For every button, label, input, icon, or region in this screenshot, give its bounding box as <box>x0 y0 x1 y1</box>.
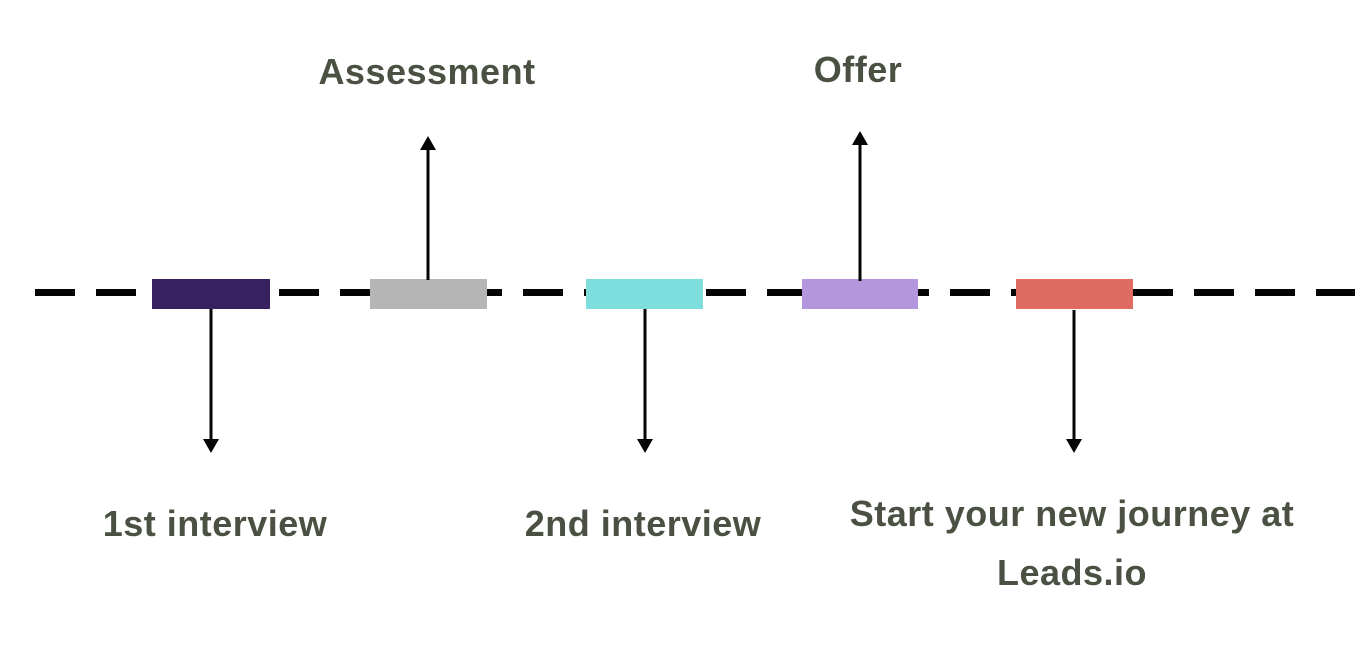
down-arrowhead-icon <box>203 439 219 453</box>
down-arrow-line-start-journey <box>1072 310 1076 439</box>
down-arrow-line-first-interview <box>209 309 213 439</box>
milestone-marker-offer <box>802 279 918 309</box>
milestone-marker-second-interview <box>586 279 703 309</box>
label-offer: Offer <box>813 49 903 90</box>
up-arrow-line-offer <box>858 143 862 281</box>
label-start-journey: Start your new journey at Leads.io <box>849 493 1295 594</box>
label-first-interview: 1st interview <box>102 503 328 544</box>
up-arrowhead-icon <box>420 136 436 150</box>
down-arrow-line-second-interview <box>643 309 647 439</box>
milestone-marker-assessment <box>370 279 487 309</box>
down-arrowhead-icon <box>1066 439 1082 453</box>
up-arrow-line-assessment <box>426 148 430 280</box>
up-arrowhead-icon <box>852 131 868 145</box>
label-assessment: Assessment <box>318 51 536 92</box>
milestone-marker-first-interview <box>152 279 270 309</box>
label-second-interview: 2nd interview <box>524 503 762 544</box>
down-arrowhead-icon <box>637 439 653 453</box>
milestone-marker-start-journey <box>1016 279 1133 309</box>
